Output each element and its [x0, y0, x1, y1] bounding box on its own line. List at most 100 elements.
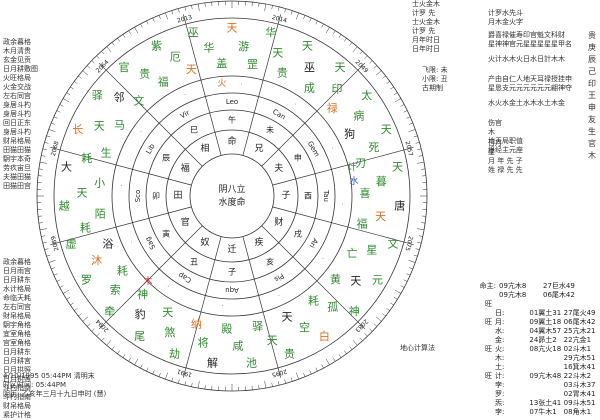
- branch-label: 亥: [266, 256, 274, 266]
- outer-tick: [409, 260, 416, 262]
- band-mark: ·: [342, 202, 344, 209]
- outer-tick: [198, 4, 199, 11]
- outer-star: 池: [246, 356, 257, 369]
- planet-cell: 水:: [495, 327, 529, 336]
- outer-tick: [421, 169, 425, 170]
- right-vertical-char: 辰: [588, 54, 596, 65]
- outer-tick: [387, 81, 390, 83]
- outer-tick: [67, 93, 70, 95]
- zodiac-label: Tau: [322, 189, 330, 202]
- left-pattern-top-item: 左右同宫: [3, 92, 55, 101]
- outer-star: 暮: [376, 174, 387, 188]
- outer-tick: [365, 56, 368, 59]
- planet-cell: 09亢木48: [529, 372, 563, 381]
- outer-tick: [401, 104, 405, 106]
- planet-cell: 01翼土31: [529, 309, 563, 318]
- right-table-cell: 火计水木火日水日計木木: [488, 54, 565, 64]
- outer-tick: [87, 66, 90, 69]
- branch-label: 辰: [162, 154, 170, 163]
- band-mark: ·: [167, 283, 169, 290]
- outer-star: 陌: [95, 207, 106, 220]
- left-pattern-bottom-item: 紧护计格: [3, 411, 55, 420]
- outer-tick: [291, 11, 292, 15]
- left-pattern-bottom-item: 命临天耗: [3, 294, 55, 303]
- outer-star: 元: [372, 274, 383, 287]
- outer-star: 沐: [91, 254, 102, 267]
- band-mark: ·: [140, 129, 142, 136]
- outer-tick: [92, 329, 95, 332]
- outer-tick: [117, 351, 119, 354]
- outer-tick: [322, 24, 324, 28]
- outer-star: 天: [302, 39, 313, 52]
- outer-tick: [57, 280, 61, 282]
- outer-tick: [285, 9, 286, 13]
- planet-row: 罗:02胃木41: [478, 390, 598, 399]
- outer-star: 神: [137, 287, 148, 301]
- lunar-date: 阴历: 乙亥年三月十九日申时 (慧): [3, 390, 243, 399]
- outer-star: 贵: [277, 66, 288, 79]
- left-pattern-top-item: 火金交战: [3, 83, 55, 92]
- outer-tick: [419, 236, 423, 237]
- outer-star: 罡: [247, 58, 258, 71]
- planet-cell: [478, 309, 495, 318]
- outer-tick: [272, 5, 273, 9]
- planet-cell: [478, 354, 495, 363]
- planet-cell: [564, 300, 598, 309]
- branch-label: 丑: [190, 257, 198, 266]
- planet-cell: 命主:: [478, 282, 499, 291]
- outer-star: 天: [334, 61, 345, 74]
- outer-tick: [322, 365, 324, 369]
- outer-tick: [404, 111, 408, 113]
- center-line1: 阴八立: [218, 183, 245, 195]
- planet-cell: 25亢木21: [564, 327, 598, 336]
- outer-star: 将: [198, 337, 209, 350]
- planet-cell: 孛:: [495, 381, 529, 390]
- planet-cell: 06尾木42: [543, 291, 587, 300]
- outer-star: 文: [133, 94, 144, 108]
- outer-tick: [304, 373, 305, 377]
- outer-star: 紫: [151, 39, 162, 52]
- outer-star: 喜: [359, 187, 370, 200]
- outer-star: 驿: [252, 320, 263, 333]
- outer-tick: [135, 27, 139, 33]
- right-vertical-char: 生: [588, 126, 596, 137]
- band-mark: ·: [332, 146, 334, 153]
- outer-tick: [417, 162, 424, 163]
- right-table-cell: 水火水金土水木水土木金: [488, 98, 565, 108]
- outer-tick: [339, 354, 341, 357]
- right-table-cell: 星恳支元元元元元元翩神夺: [488, 83, 572, 93]
- planet-cell: 月:: [495, 318, 529, 327]
- outer-star: 死: [368, 141, 379, 154]
- house-label: 奴: [200, 236, 209, 248]
- left-pattern-top-item: 木月清贵: [3, 47, 55, 56]
- outer-tick: [376, 71, 381, 75]
- outer-tick: [97, 333, 100, 336]
- fire-marker: 火: [217, 78, 226, 89]
- outer-tick: [416, 142, 420, 143]
- planet-cell: [495, 300, 529, 309]
- left-pattern-top-item: 身居斗杓: [3, 110, 55, 119]
- planet-cell: 02胃木41: [564, 390, 598, 399]
- right-vertical-char: 贵: [588, 30, 596, 41]
- band-mark: ·: [130, 239, 132, 246]
- outer-star: 天: [267, 334, 278, 347]
- outer-star: 白: [319, 329, 330, 343]
- outer-tick: [172, 11, 173, 15]
- outer-star: 殿: [221, 322, 232, 335]
- outer-tick: [112, 347, 114, 350]
- outer-tick: [316, 368, 318, 372]
- zodiac-label: Can: [271, 108, 287, 122]
- outer-star: 长: [72, 123, 83, 136]
- outer-tick: [43, 242, 47, 243]
- outer-tick: [296, 13, 298, 20]
- outer-star: 华: [203, 40, 214, 54]
- outer-tick: [369, 61, 372, 64]
- planet-cell: [529, 390, 563, 399]
- outer-tick: [63, 290, 69, 294]
- left-pattern-top-item: 田猫田宫: [3, 182, 55, 191]
- outer-star: 印: [332, 82, 343, 95]
- outer-tick: [140, 365, 142, 369]
- planet-cell: 09亢木8: [499, 291, 543, 300]
